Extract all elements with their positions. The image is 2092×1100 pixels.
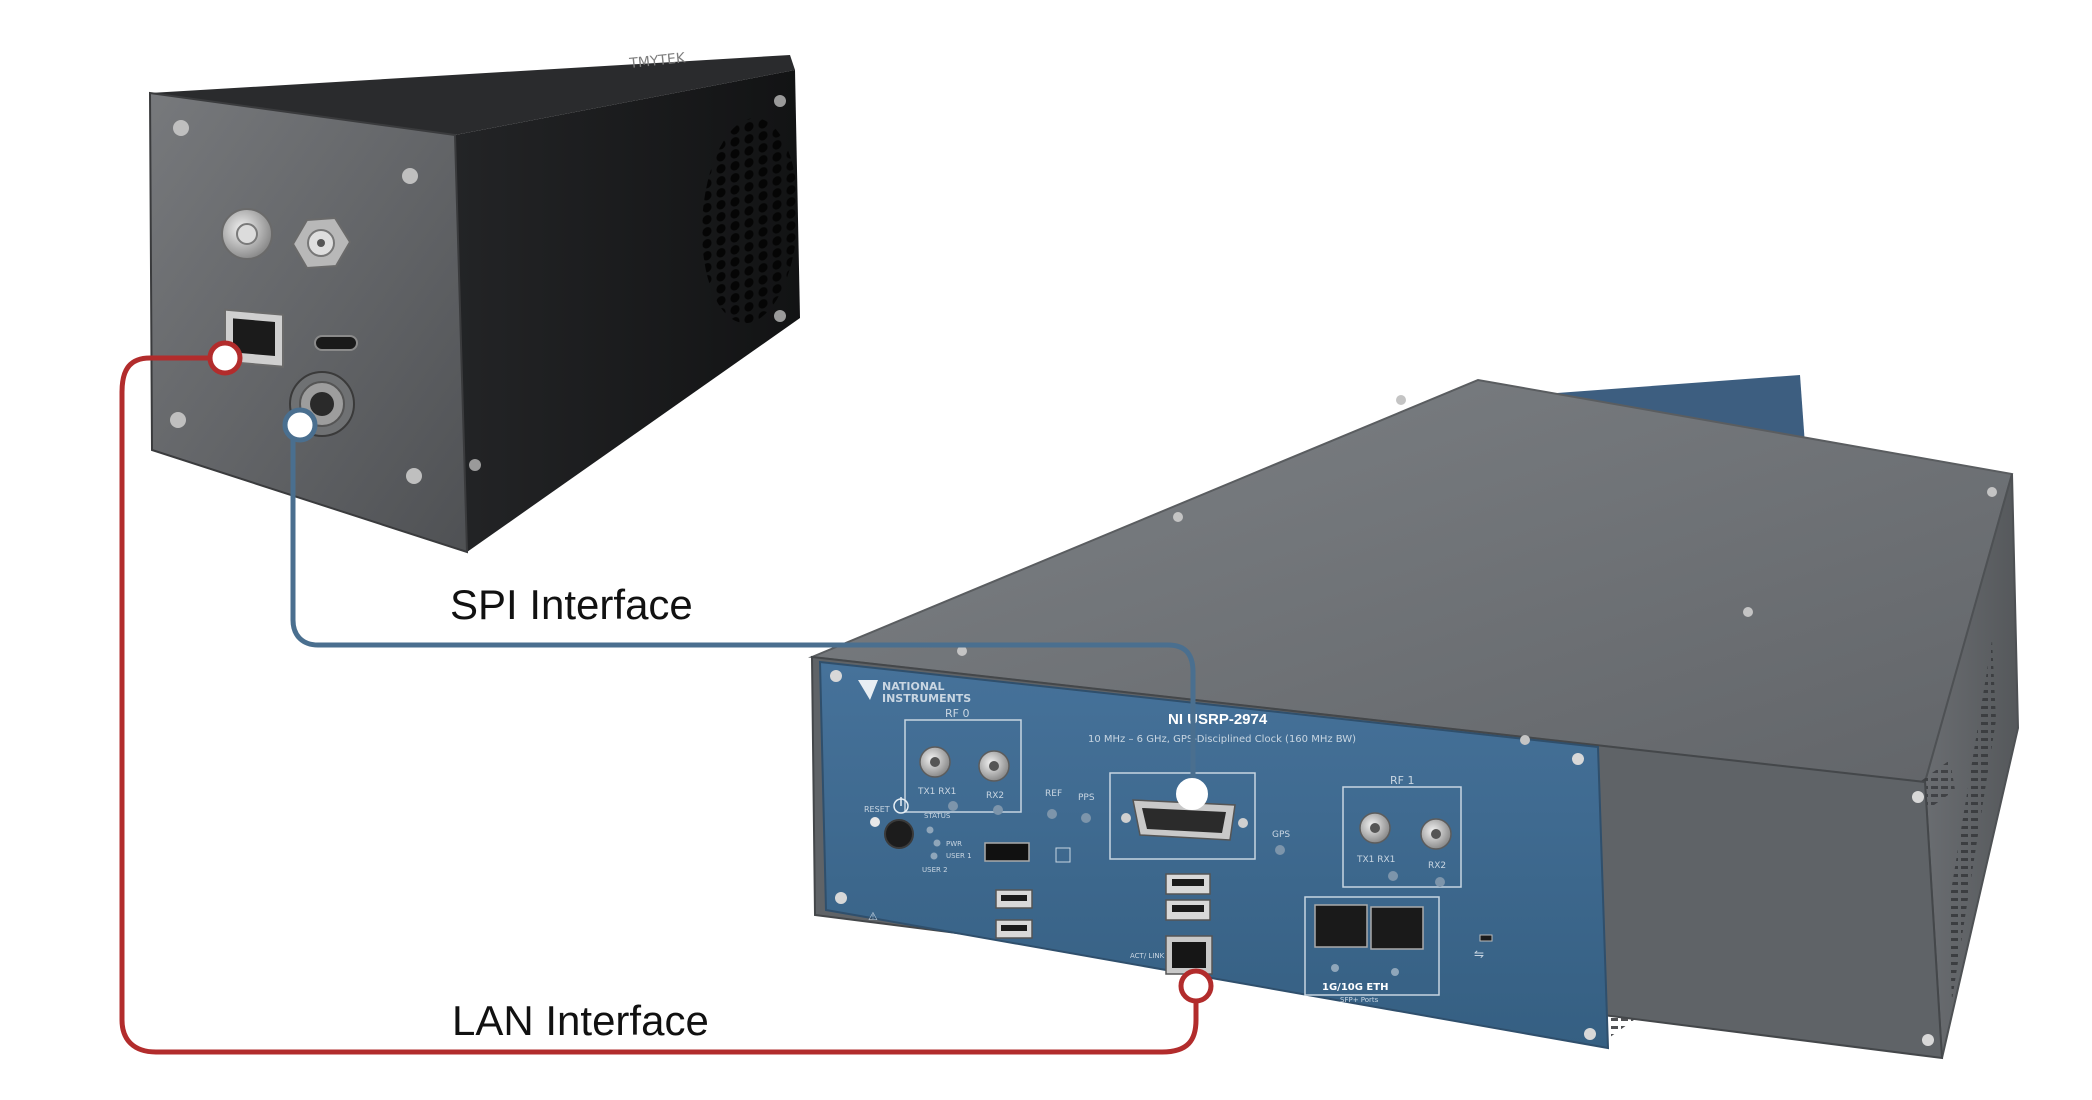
usb-c-port-icon — [314, 335, 358, 351]
gps-led-icon — [1275, 845, 1285, 855]
rf1-label: RF 1 — [1390, 774, 1414, 787]
screw-icon — [774, 95, 786, 107]
screw-icon — [170, 412, 186, 428]
usb-icon: ⇋ — [1474, 947, 1484, 961]
warning-icon: ⚠ — [868, 910, 878, 923]
vent-grille-icon — [702, 118, 798, 324]
sfp-port-group: 1G/10G ETH SFP+ Ports — [1304, 896, 1440, 1004]
lan-endpoint-device — [207, 340, 243, 376]
rf1-port-rx2: RX2 — [1428, 861, 1446, 871]
rf0-port-tx1rx1: TX1 RX1 — [917, 787, 956, 797]
screw-icon — [1922, 1034, 1934, 1046]
sfp-port-1-icon — [1370, 906, 1424, 950]
sfp-port-0-icon — [1314, 904, 1368, 948]
usrp-model: NI USRP-2974 — [1168, 711, 1268, 728]
usb-a-port-icon — [995, 889, 1033, 939]
displayport-icon — [984, 842, 1071, 863]
sma-connector-icon — [291, 216, 352, 270]
usrp-subtitle: 10 MHz – 6 GHz, GPS-Disciplined Clock (1… — [1088, 734, 1356, 745]
sfp-label: SFP+ Ports — [1340, 996, 1379, 1004]
rf0-port-rx2: RX2 — [986, 791, 1004, 801]
usrp-side-vent — [1948, 640, 1996, 1000]
screw-icon — [406, 468, 422, 484]
ref-label: REF — [1045, 789, 1062, 799]
pwr-label: PWR — [946, 840, 962, 848]
screw-icon — [469, 459, 481, 471]
screw-icon — [774, 310, 786, 322]
brand-line-1: NATIONAL — [882, 680, 945, 693]
pps-label: PPS — [1078, 793, 1095, 803]
brand-line-2: INSTRUMENTS — [882, 692, 971, 705]
eth-port-label: 1G/10G ETH — [1322, 982, 1388, 993]
screw-icon — [1987, 487, 1997, 497]
small-device-brand: TMYTEK — [628, 50, 687, 72]
screw-icon — [1743, 607, 1753, 617]
user2-label: USER 2 — [922, 866, 948, 874]
rf0-group: RF 0 TX1 RX1 RX2 — [904, 707, 1022, 815]
rf-connector-icon — [221, 208, 273, 260]
gps-label: GPS — [1272, 830, 1290, 840]
lan-endpoint-usrp — [1178, 968, 1214, 1004]
screw-icon — [1584, 1028, 1596, 1040]
screw-icon — [1572, 753, 1584, 765]
usb-a-stack-icon — [1165, 873, 1211, 921]
lan-cable — [119, 355, 1199, 1055]
pps-led-icon — [1081, 813, 1091, 823]
rf1-port-tx1rx1: TX1 RX1 — [1356, 855, 1395, 865]
screw-icon — [173, 120, 189, 136]
ref-led-icon — [1047, 809, 1057, 819]
power-button[interactable] — [884, 819, 914, 849]
small-device-front-panel — [148, 91, 469, 554]
usrp-front-panel — [818, 660, 1610, 1050]
user1-label: USER 1 — [946, 852, 972, 860]
screw-icon — [957, 646, 967, 656]
reset-button[interactable] — [870, 817, 880, 827]
spi-endpoint-device — [282, 407, 318, 443]
screw-icon — [830, 670, 842, 682]
rf0-label: RF 0 — [945, 707, 969, 720]
screw-icon — [1396, 395, 1406, 405]
spi-interface-label: SPI Interface — [450, 581, 693, 628]
screw-icon — [835, 892, 847, 904]
screw-icon — [1520, 735, 1530, 745]
power-icon — [893, 797, 909, 814]
gpio-connector-group — [1109, 772, 1256, 860]
micro-usb-port-icon — [1479, 934, 1493, 942]
usrp-device: NATIONAL INSTRUMENTS NI USRP-2974 10 MHz… — [808, 375, 2020, 1060]
ni-logo-icon: NATIONAL INSTRUMENTS — [858, 680, 971, 705]
lan-interface-label: LAN Interface — [452, 997, 709, 1044]
screw-icon — [1912, 791, 1924, 803]
rf1-group: RF 1 TX1 RX1 RX2 — [1342, 774, 1462, 888]
spi-endpoint-usrp — [1176, 778, 1208, 810]
act-link-label: ACT/ LINK — [1130, 952, 1165, 960]
small-device: TMYTEK — [148, 50, 800, 554]
screw-icon — [402, 168, 418, 184]
status-label: STATUS — [924, 812, 951, 820]
reset-label: RESET — [864, 805, 890, 814]
screw-icon — [1173, 512, 1183, 522]
usrp-ethernet-port-icon — [1165, 935, 1213, 975]
